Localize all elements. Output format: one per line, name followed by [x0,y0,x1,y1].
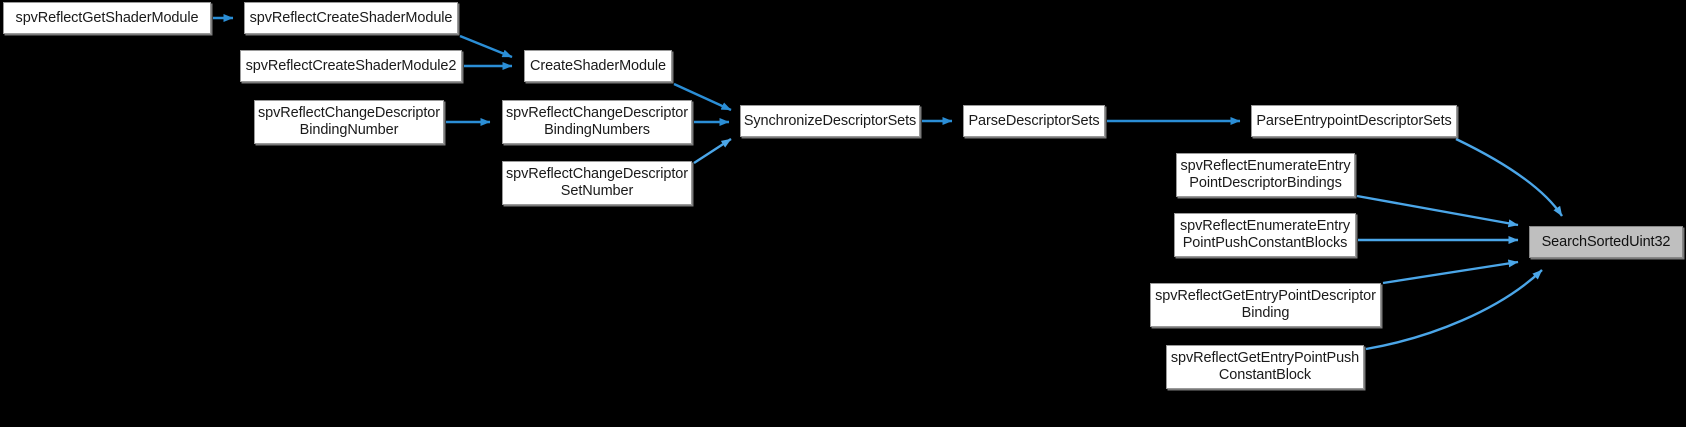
node-spvreflectgetentrypointdescriptorbinding[interactable]: spvReflectGetEntryPointDescriptor Bindin… [1150,283,1381,327]
node-label: spvReflectEnumerateEntry PointPushConsta… [1179,218,1351,251]
edge-getpushconstantblock-to-searchsorted [1365,269,1543,351]
node-parsedescriptorsets[interactable]: ParseDescriptorSets [963,105,1105,137]
node-spvreflectgetshadermodule[interactable]: spvReflectGetShaderModule [3,2,211,34]
node-label: spvReflectChangeDescriptor SetNumber [506,166,688,199]
node-label: spvReflectChangeDescriptor BindingNumber [258,105,440,138]
node-label: CreateShaderModule [529,57,667,74]
node-spvreflectchangedescriptorbindingnumbers[interactable]: spvReflectChangeDescriptor BindingNumber… [502,100,692,144]
edge-getdescriptorbinding-to-searchsorted [1382,259,1519,285]
node-synchronizedescriptorsets[interactable]: SynchronizeDescriptorSets [740,105,920,137]
node-label: spvReflectEnumerateEntry PointDescriptor… [1180,158,1351,191]
edge-createshadermodule-to-createshadermodule-internal [459,34,513,59]
node-label: spvReflectCreateShaderModule [249,9,453,26]
node-createshadermodule[interactable]: CreateShaderModule [524,50,672,82]
node-parseentrypointdescriptorsets[interactable]: ParseEntrypointDescriptorSets [1251,105,1457,137]
node-spvreflectchangedescriptorsetnumber[interactable]: spvReflectChangeDescriptor SetNumber [502,161,692,205]
node-spvreflectenumerateentrypointpushconstantblocks[interactable]: spvReflectEnumerateEntry PointPushConsta… [1174,213,1356,257]
edge-parseentrypoint-to-searchsorted [1455,137,1564,217]
edge-enumdescriptorbindings-to-searchsorted [1356,194,1519,228]
node-label: spvReflectChangeDescriptor BindingNumber… [506,105,688,138]
node-label: SynchronizeDescriptorSets [743,112,917,129]
node-label: spvReflectGetEntryPointDescriptor Bindin… [1155,288,1376,321]
node-label: SearchSortedUint32 [1541,233,1671,250]
node-label: spvReflectGetShaderModule [15,9,199,26]
node-spvreflectcreateshadermodule[interactable]: spvReflectCreateShaderModule [244,2,458,34]
node-label: ParseDescriptorSets [968,112,1100,129]
node-spvreflectgetentrypointpushconstantblock[interactable]: spvReflectGetEntryPointPush ConstantBloc… [1166,345,1364,389]
edge-setnumber-to-synchronize [693,137,732,165]
node-searchsorteduint32[interactable]: SearchSortedUint32 [1529,226,1683,258]
node-spvreflectenumerateentrypointdescriptorbindings[interactable]: spvReflectEnumerateEntry PointDescriptor… [1176,153,1355,197]
node-label: ParseEntrypointDescriptorSets [1256,112,1452,129]
node-label: spvReflectCreateShaderModule2 [245,57,457,74]
node-spvreflectcreateshadermodule2[interactable]: spvReflectCreateShaderModule2 [240,50,462,82]
node-label: spvReflectGetEntryPointPush ConstantBloc… [1170,350,1360,383]
node-spvreflectchangedescriptorbindingnumber[interactable]: spvReflectChangeDescriptor BindingNumber [254,100,444,144]
